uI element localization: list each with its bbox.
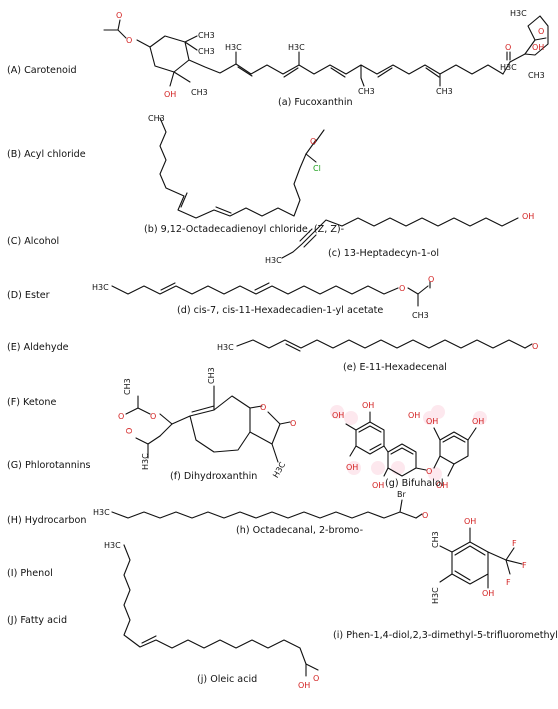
caption-fucoxanthin: (a) Fucoxanthin: [278, 97, 353, 108]
category-hydrocarbon: (H) Hydrocarbon: [7, 515, 87, 526]
caption-dihydroxanthin: (f) Dihydroxanthin: [170, 471, 258, 482]
dihyd-acetyl-methyl: CH3: [123, 378, 132, 395]
category-aldehyde: (E) Aldehyde: [7, 342, 69, 353]
fuco-chain-methyl-4: CH3: [436, 87, 453, 96]
fuco-epoxide-oxygen: O: [538, 27, 544, 36]
octa-carbonyl-oxygen: O: [310, 137, 316, 146]
bifuhalol-hydroxyl-6: OH: [472, 417, 484, 426]
bromo-aldehyde-oxygen: O: [422, 511, 428, 520]
caption-heptadecynol: (c) 13-Heptadecyn-1-ol: [328, 248, 440, 259]
hept-terminal-methyl: H3C: [265, 256, 282, 265]
dihyd-ring-methyl: CH3: [207, 367, 216, 384]
hexa-ester-oxygen: O: [399, 284, 405, 293]
fuco-methyl-3: CH3: [191, 88, 208, 97]
category-phlorotannins: (G) Phlorotannins: [7, 460, 91, 471]
fuco-chain-methyl-2: H3C: [288, 43, 305, 52]
structure-hexadecadienyl-acetate: H3C O O CH3: [92, 275, 434, 320]
fuco-methyl-2: CH3: [198, 47, 215, 56]
caption-hexadecadienyl-acetate: (d) cis-7, cis-11-Hexadecadien-1-yl acet…: [177, 305, 384, 316]
caption-bromo-octadecanal: (h) Octadecanal, 2-bromo-: [236, 525, 364, 536]
category-carotenoid: (A) Carotenoid: [7, 65, 77, 76]
fuco-carbonyl-oxygen: O: [116, 11, 122, 20]
dihyd-ester-oxygen: O: [150, 412, 156, 421]
phenol-hydroxyl-top: OH: [464, 517, 476, 526]
structure-fucoxanthin: O O CH3 CH3 OH CH3 H3C H3C CH3 CH3: [103, 9, 549, 99]
bifuhalol-ether-oxygen: O: [426, 467, 432, 476]
dihyd-methyl-bottom-left: H3C: [141, 453, 150, 470]
structure-hexadecenal: H3C O: [217, 339, 538, 352]
phenol-fluorine-1: F: [512, 539, 517, 548]
hexa-acetyl-methyl: CH3: [412, 311, 429, 320]
caption-bifuhalol: (g) Bifuhalol: [385, 478, 444, 489]
bifuhalol-hydroxyl-3: OH: [346, 463, 358, 472]
octa-terminal-methyl: CH3: [148, 114, 165, 123]
bromo-terminal-methyl: H3C: [93, 508, 110, 517]
hexadecenal-terminal-methyl: H3C: [217, 343, 234, 352]
oleic-terminal-methyl: H3C: [104, 541, 121, 550]
phenol-hydroxyl-bottom: OH: [482, 589, 494, 598]
phenol-methyl-lower: H3C: [431, 587, 440, 604]
bifuhalol-hydroxyl-4: OH: [372, 481, 384, 490]
fuco-methyl-1: CH3: [198, 31, 215, 40]
fuco-ester-oxygen: O: [126, 36, 132, 45]
phenol-methyl-upper: CH3: [431, 531, 440, 548]
structure-octadecadienoyl-chloride: CH3 O Cl: [148, 114, 325, 219]
category-alcohol: (C) Alcohol: [7, 236, 60, 247]
bifuhalol-hydroxyl-2: OH: [332, 411, 344, 420]
phenol-fluorine-2: F: [522, 561, 527, 570]
hexa-ester-carbonyl-oxygen: O: [428, 275, 434, 284]
dihyd-acetyl-oxygen: O: [118, 412, 124, 421]
hept-hydroxyl: OH: [522, 212, 534, 221]
structure-trifluoromethyl-phenol: OH OH CH3 H3C F F F: [431, 517, 527, 604]
oleic-carbonyl-oxygen: O: [313, 674, 319, 683]
bifuhalol-hydroxyl-7: OH: [436, 481, 448, 490]
dihyd-lactone-oxygen: O: [260, 403, 266, 412]
caption-octadecadienoyl-chloride: (b) 9,12-Octadecadienoyl chloride, (Z, Z…: [144, 224, 345, 235]
bifuhalol-hydroxyl-8: OH: [408, 411, 420, 420]
dihyd-ketone-oxygen: O: [125, 428, 134, 434]
dihyd-lactone-carbonyl-oxygen: O: [290, 419, 296, 428]
fuco-ketone-oxygen: O: [505, 43, 511, 52]
category-ketone: (F) Ketone: [7, 397, 57, 408]
caption-oleic-acid: (j) Oleic acid: [197, 674, 258, 685]
octa-chlorine: Cl: [313, 164, 321, 173]
category-acyl-chloride: (B) Acyl chloride: [7, 149, 86, 160]
structure-bromo-octadecanal: H3C Br O: [93, 490, 428, 520]
structure-dihydroxanthin: CH3 O O O H3C CH3 O O H3C: [118, 367, 296, 479]
fuco-methyl-r3: CH3: [528, 71, 545, 80]
fuco-chain-methyl-1: H3C: [225, 43, 242, 52]
structure-bifuhalol: OH OH OH O OH OH OH OH OH: [330, 401, 487, 490]
phenol-fluorine-3: F: [506, 578, 511, 587]
structure-heptadecynol: H3C OH: [265, 212, 534, 265]
bifuhalol-hydroxyl-5: OH: [426, 417, 438, 426]
fuco-hydroxyl-right: OH: [532, 43, 544, 52]
caption-hexadecenal: (e) E-11-Hexadecenal: [343, 362, 447, 373]
oleic-hydroxyl: OH: [298, 681, 310, 690]
hexa-ester-terminal-methyl: H3C: [92, 283, 109, 292]
fuco-methyl-r1: H3C: [510, 9, 527, 18]
fuco-hydroxyl-left: OH: [164, 90, 176, 99]
fuco-chain-methyl-3: CH3: [358, 87, 375, 96]
category-ester: (D) Ester: [7, 290, 50, 301]
bromo-bromine: Br: [397, 490, 406, 499]
caption-trifluoromethyl-phenol: (i) Phen-1,4-diol,2,3-dimethyl-5-trifluo…: [333, 630, 558, 641]
hexadecenal-aldehyde-oxygen: O: [532, 342, 538, 351]
fuco-methyl-r2: H3C: [500, 63, 517, 72]
category-fatty-acid: (J) Fatty acid: [7, 615, 68, 626]
bifuhalol-hydroxyl-1: OH: [362, 401, 374, 410]
category-phenol: (I) Phenol: [7, 568, 53, 579]
